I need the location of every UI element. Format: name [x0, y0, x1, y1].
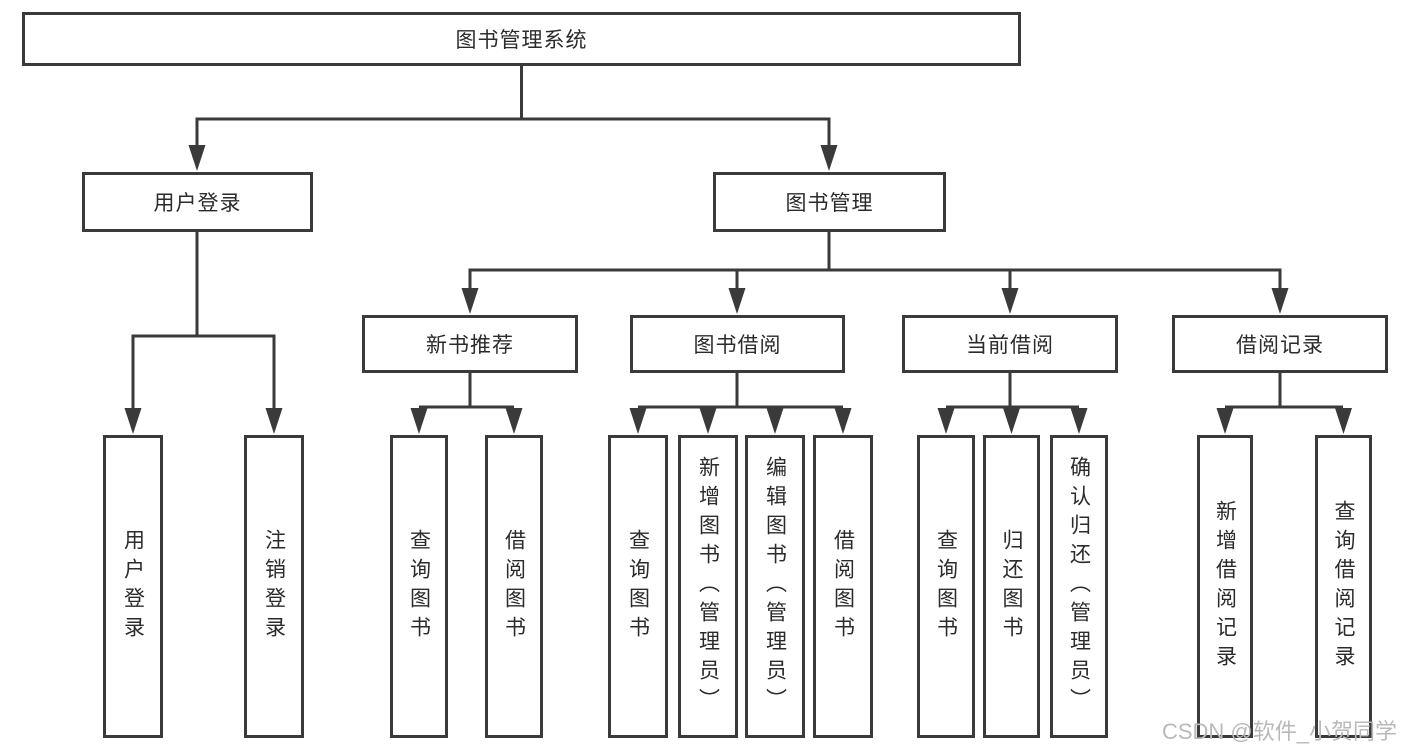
- node-label: 查询图书: [407, 528, 431, 645]
- node-label: 图书借阅: [693, 334, 782, 357]
- node-label: 确认归还（管理员）: [1067, 456, 1091, 717]
- node-label: 编辑图书（管理员）: [763, 456, 787, 717]
- node-label: 注销登录: [262, 528, 286, 645]
- leaf-query-books-borrow: 查询图书: [608, 435, 668, 738]
- node-label: 查询图书: [626, 528, 650, 645]
- leaf-add-books-admin: 新增图书（管理员）: [678, 435, 738, 738]
- node-label: 查询借阅记录: [1332, 499, 1355, 674]
- node-label: 新增图书（管理员）: [696, 456, 720, 717]
- node-label: 借阅记录: [1236, 334, 1324, 357]
- node-label: 借阅图书: [502, 528, 526, 645]
- arrowheads: [124, 145, 1352, 434]
- node-system-root: 图书管理系统: [22, 12, 1021, 66]
- leaf-query-books-recommend: 查询图书: [390, 435, 448, 738]
- leaf-borrow-books-recommend: 借阅图书: [485, 435, 543, 738]
- node-label: 新增借阅记录: [1213, 499, 1237, 674]
- node-label: 图书管理系统: [455, 29, 588, 52]
- node-label: 查询图书: [934, 528, 958, 645]
- node-new-book-recommend: 新书推荐: [362, 315, 578, 373]
- node-current-borrow: 当前借阅: [902, 315, 1118, 373]
- leaf-user-login: 用户登录: [103, 435, 163, 738]
- node-label: 用户登录: [153, 192, 242, 215]
- node-book-management: 图书管理: [713, 172, 946, 232]
- node-label: 新书推荐: [426, 334, 514, 357]
- leaf-query-borrow-record: 查询借阅记录: [1315, 435, 1372, 738]
- node-label: 当前借阅: [966, 334, 1054, 357]
- csdn-watermark: CSDN @软件_小贺同学: [1161, 719, 1397, 744]
- node-label: 用户登录: [121, 528, 145, 645]
- leaf-return-books: 归还图书: [983, 435, 1040, 738]
- node-label: 归还图书: [1000, 528, 1023, 645]
- leaf-borrow-books: 借阅图书: [813, 435, 873, 738]
- node-label: 借阅图书: [831, 528, 855, 645]
- node-book-borrow: 图书借阅: [630, 315, 845, 373]
- node-label: 图书管理: [785, 192, 874, 215]
- leaf-logout: 注销登录: [244, 435, 304, 738]
- node-user-login: 用户登录: [82, 172, 313, 232]
- leaf-query-books-current: 查询图书: [917, 435, 975, 738]
- leaf-edit-books-admin: 编辑图书（管理员）: [745, 435, 805, 738]
- leaf-add-borrow-record: 新增借阅记录: [1197, 435, 1253, 738]
- leaf-confirm-return-admin: 确认归还（管理员）: [1050, 435, 1108, 738]
- node-borrow-record: 借阅记录: [1172, 315, 1388, 373]
